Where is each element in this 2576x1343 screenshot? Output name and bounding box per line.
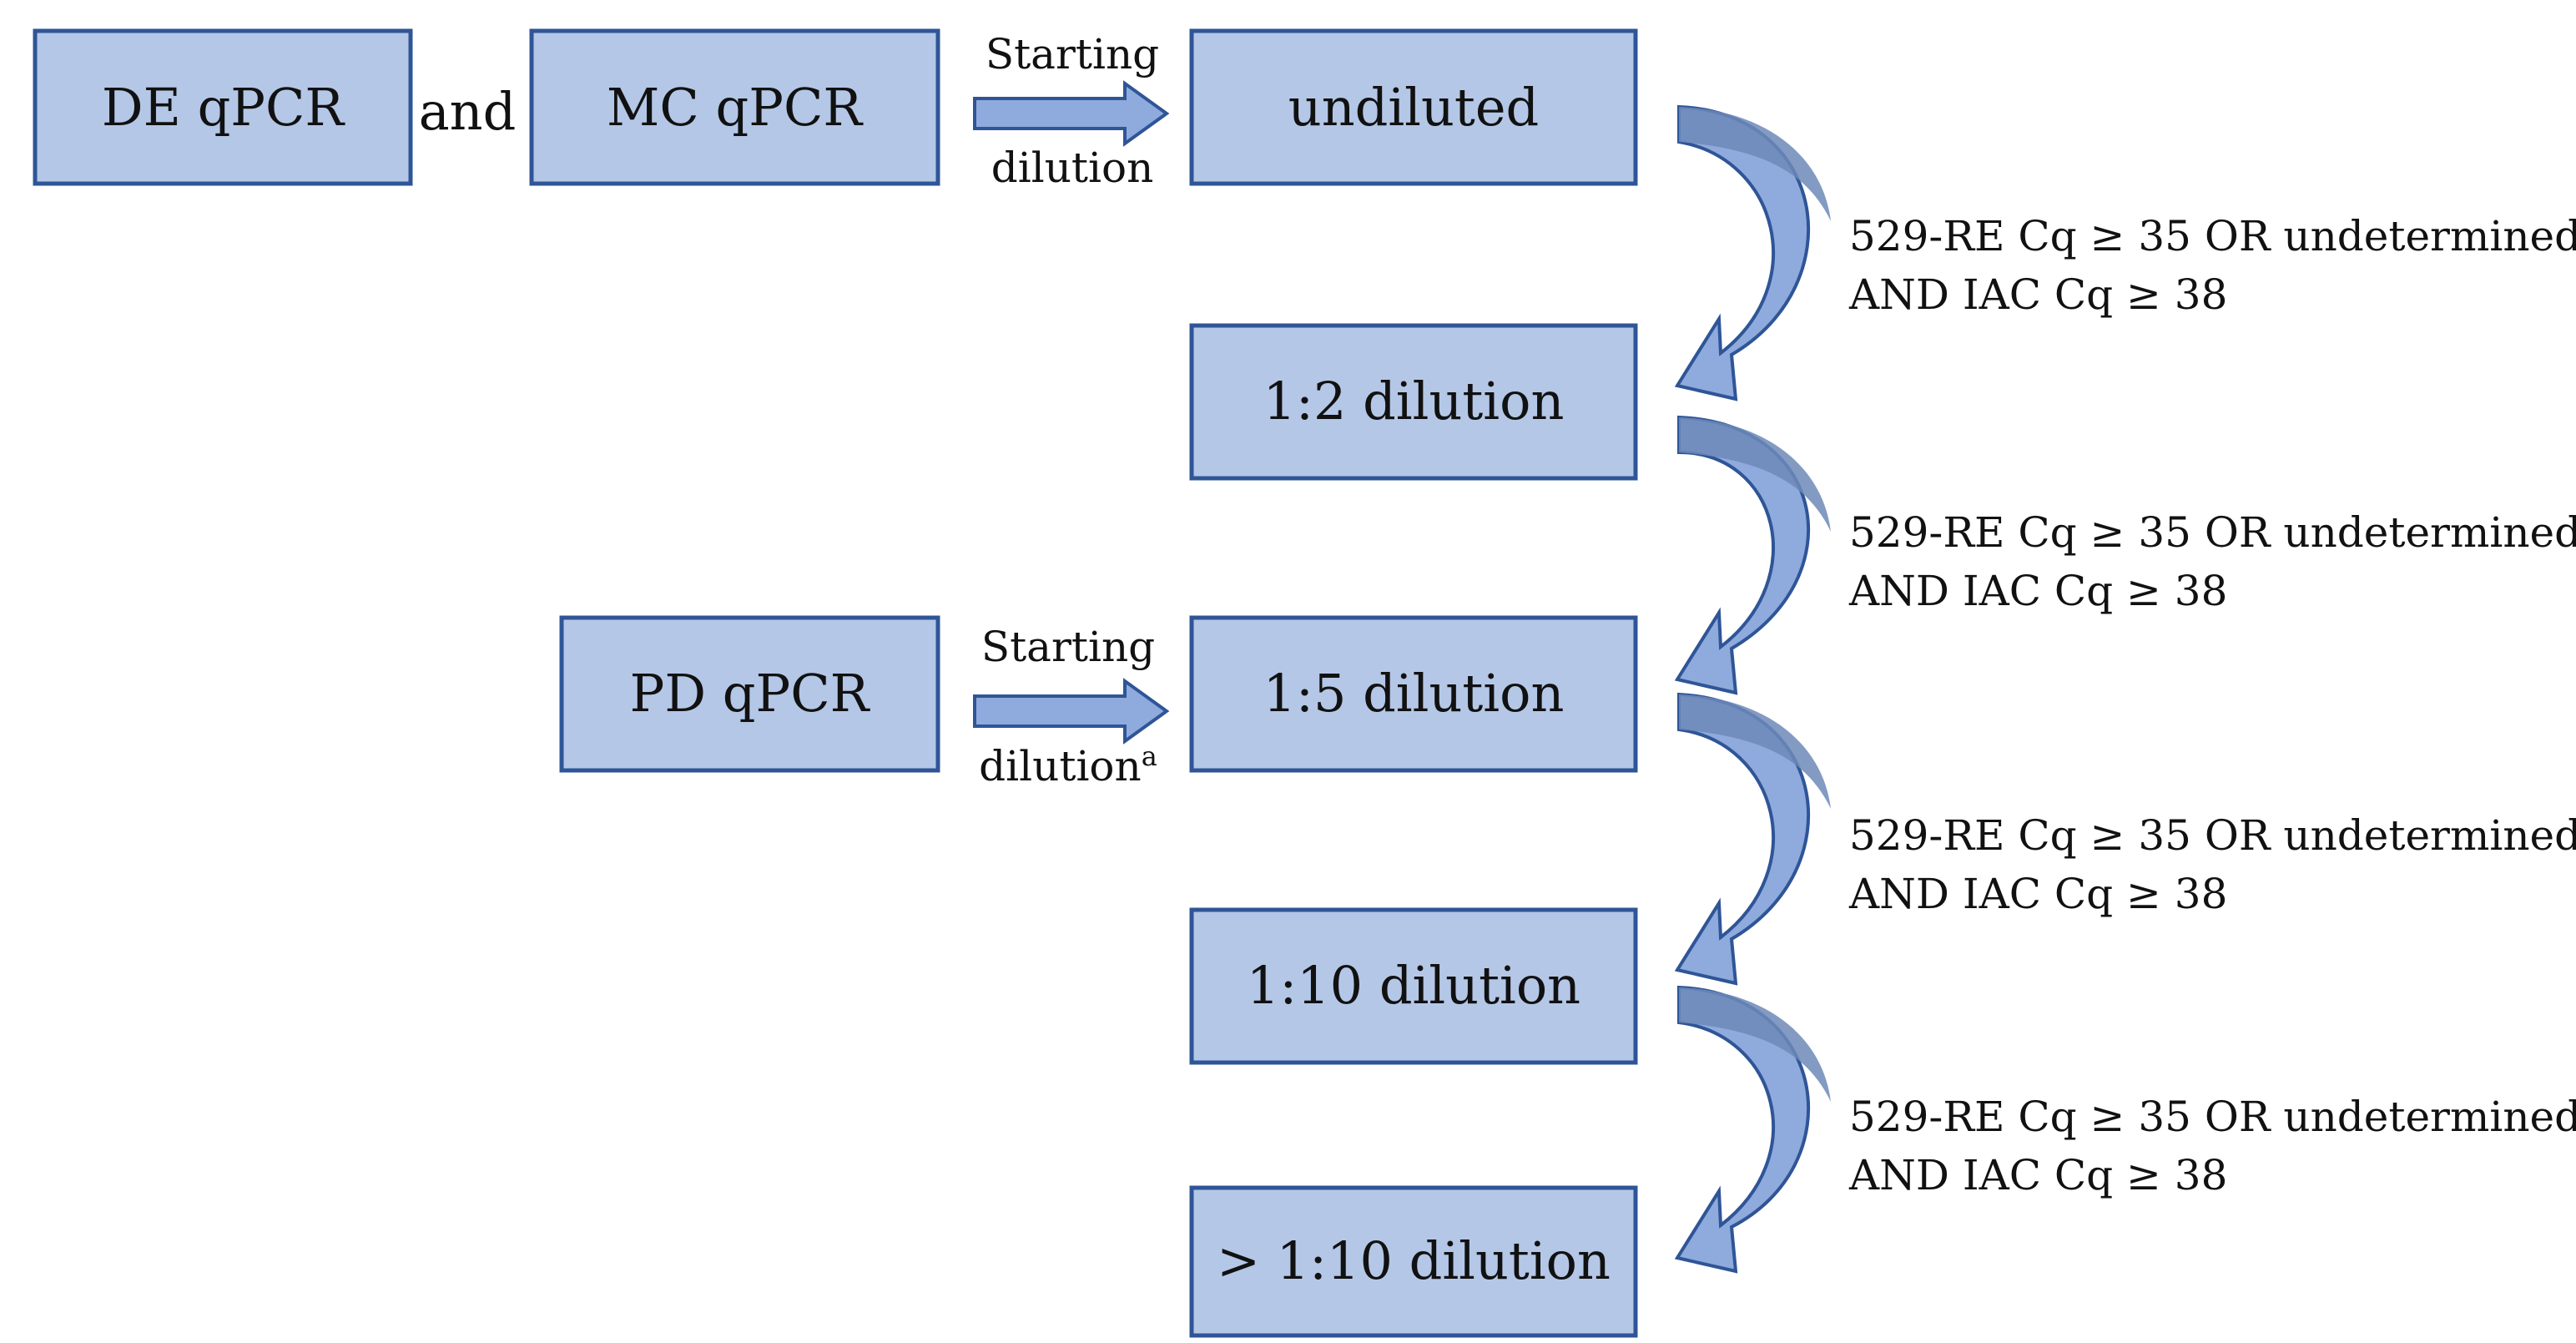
curved-arrow-4 [1674, 985, 1831, 1274]
condition-4-line1: 529-RE Cq ≥ 35 OR undetermined, [1849, 1093, 2576, 1141]
condition-1-line2: AND IAC Cq ≥ 38 [1848, 270, 2227, 319]
box-de-qpcr: DE qPCR [33, 28, 413, 186]
and-connector: and [419, 81, 517, 142]
condition-1: 529-RE Cq ≥ 35 OR undetermined, AND IAC … [1848, 212, 2576, 319]
dilution-label-top: dilution [991, 144, 1154, 192]
condition-1-line1: 529-RE Cq ≥ 35 OR undetermined, [1849, 212, 2576, 260]
box-dilution-1-5: 1:5 dilution [1189, 615, 1638, 773]
dilution-label-pd-text: dilution [979, 742, 1142, 790]
curved-arrow-3 [1674, 692, 1831, 986]
box-dilution-1-5-label: 1:5 dilution [1263, 663, 1565, 724]
starting-label-top: Starting [986, 30, 1159, 78]
box-dilution-1-10-label: 1:10 dilution [1247, 955, 1580, 1016]
starting-arrow-pd [973, 678, 1170, 745]
condition-2-line1: 529-RE Cq ≥ 35 OR undetermined, [1849, 508, 2576, 557]
curved-arrow-1 [1674, 104, 1831, 401]
condition-3-line1: 529-RE Cq ≥ 35 OR undetermined, [1849, 811, 2576, 860]
condition-3-line2: AND IAC Cq ≥ 38 [1848, 870, 2227, 918]
box-dilution-1-2: 1:2 dilution [1189, 323, 1638, 481]
footnote-marker-a: a [1142, 740, 1157, 772]
box-pd-qpcr: PD qPCR [559, 615, 940, 773]
condition-2: 529-RE Cq ≥ 35 OR undetermined, AND IAC … [1848, 508, 2576, 615]
box-dilution-gt-1-10: > 1:10 dilution [1189, 1185, 1638, 1338]
starting-arrow-top [973, 80, 1170, 147]
box-mc-qpcr: MC qPCR [529, 28, 940, 186]
box-undiluted-label: undiluted [1288, 77, 1539, 138]
condition-4: 529-RE Cq ≥ 35 OR undetermined, AND IAC … [1848, 1093, 2576, 1199]
curved-arrow-2 [1674, 415, 1831, 695]
box-undiluted: undiluted [1189, 28, 1638, 186]
box-de-qpcr-label: DE qPCR [102, 77, 346, 138]
box-pd-qpcr-label: PD qPCR [630, 663, 871, 724]
box-dilution-1-2-label: 1:2 dilution [1263, 371, 1565, 432]
condition-3: 529-RE Cq ≥ 35 OR undetermined, AND IAC … [1848, 811, 2576, 918]
box-dilution-gt-1-10-label: > 1:10 dilution [1217, 1230, 1611, 1291]
starting-label-pd: Starting [981, 623, 1155, 671]
box-dilution-1-10: 1:10 dilution [1189, 907, 1638, 1065]
box-mc-qpcr-label: MC qPCR [607, 77, 864, 138]
condition-4-line2: AND IAC Cq ≥ 38 [1848, 1151, 2227, 1199]
condition-2-line2: AND IAC Cq ≥ 38 [1848, 567, 2227, 615]
dilution-label-pd: dilutiona [979, 740, 1157, 790]
